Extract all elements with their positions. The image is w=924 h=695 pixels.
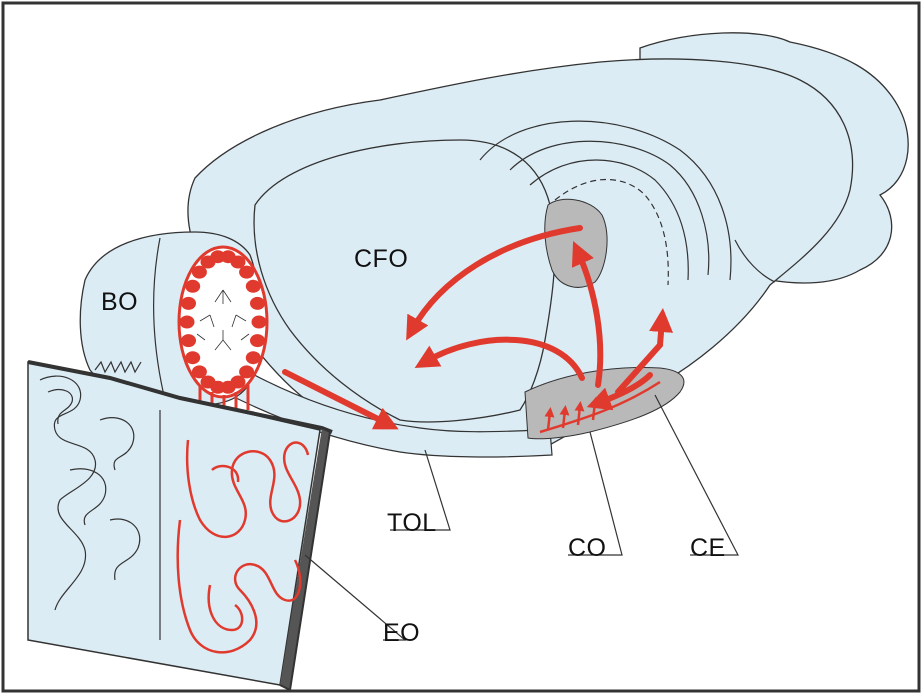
glomerulus [181, 334, 196, 347]
label-eo: EO [383, 619, 420, 647]
glomerulus [239, 266, 254, 279]
glomerulus [181, 297, 196, 310]
label-cfo: CFO [354, 245, 408, 273]
glomerulus [246, 280, 261, 293]
label-ce: CE [690, 534, 726, 562]
glomerulus [185, 280, 200, 293]
glomerulus [180, 316, 195, 329]
glomerulus [192, 365, 207, 378]
glomerulus [250, 297, 265, 310]
label-tol: TOL [387, 509, 437, 537]
glomerulus [252, 316, 267, 329]
label-co: CO [568, 534, 607, 562]
glomerulus [250, 334, 265, 347]
label-bo: BO [101, 288, 138, 316]
amygdala-region [545, 199, 607, 287]
glomeruli-ring [179, 247, 267, 397]
glomerulus [246, 351, 261, 364]
glomerulus [185, 351, 200, 364]
